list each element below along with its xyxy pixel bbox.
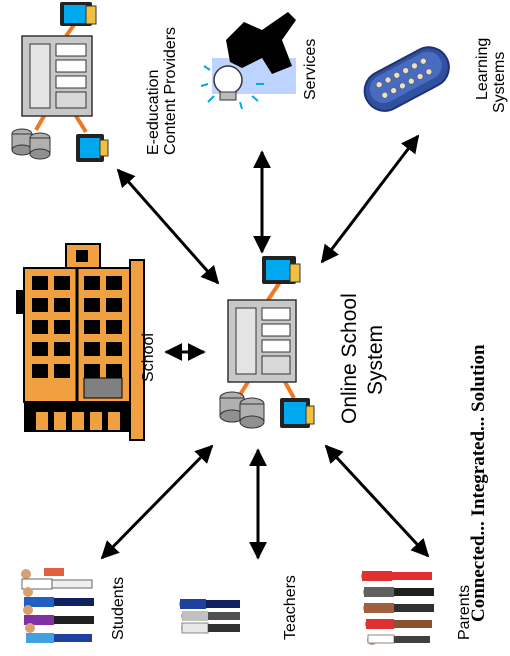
teachers-label: Teachers [282,575,299,640]
content-providers-label-line1: E-education [145,69,162,155]
connection-arrows [100,134,430,560]
learning-systems-label-line2: Systems [491,51,508,113]
learning-systems-remote-icon [363,46,450,112]
content-providers-server-icon [11,2,109,162]
hub-monitor-top-icon [262,256,301,284]
hub-database-icon [219,391,265,429]
content-providers-label-line2: Content Providers [162,26,179,155]
services-label: Services [302,38,319,100]
parents-people-icon [361,571,434,645]
students-people-icon [21,568,94,643]
tagline: Connected... Integrated... Solution [468,344,489,622]
hub-label-line1: Online School [338,293,361,424]
hub-label-line2: System [364,324,387,395]
hub-server-icon [219,256,315,429]
teachers-people-icon [179,599,240,634]
learning-systems-label-line1: Learning [474,37,491,100]
arrow-hub-learning-systems [320,134,420,264]
hub-monitor-bottom-icon [280,398,315,428]
arrow-hub-students [100,444,214,560]
services-icon [200,12,296,110]
school-label: School [140,333,157,382]
arrow-hub-parents [324,444,430,558]
school-building-icon [16,243,145,441]
students-label: Students [110,576,127,640]
arrow-hub-content-providers [116,168,220,285]
